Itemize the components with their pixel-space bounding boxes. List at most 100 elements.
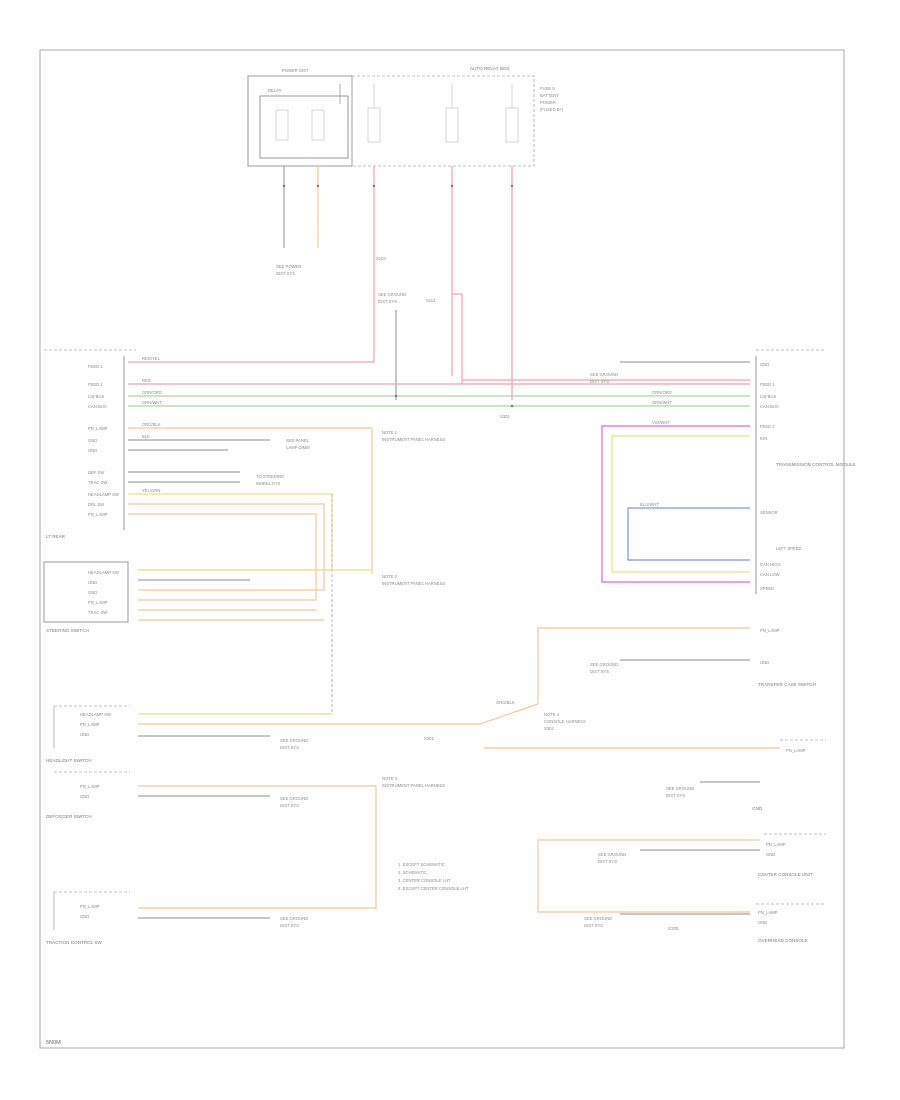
svg-text:SEE POWER: SEE POWER — [276, 264, 301, 269]
svg-text:DIST SYS: DIST SYS — [598, 859, 617, 864]
svg-text:GRN/ORG: GRN/ORG — [652, 390, 672, 395]
defogger-switch-label: DEFOGGER SWITCH — [46, 814, 92, 819]
splice-s4-label: S302 — [544, 726, 554, 731]
svg-text:RELAY: RELAY — [268, 88, 282, 93]
svg-text:CAN LOW: CAN LOW — [760, 572, 780, 577]
fuse-box: AUTO RELAY BOX FUSE 5 BATTERY POWER (FUS… — [247, 66, 564, 167]
note-item-3: 3. CENTER CONSOLE LHT — [398, 878, 451, 883]
svg-text:ORG/BLK: ORG/BLK — [496, 700, 515, 705]
svg-text:SENSOR: SENSOR — [760, 510, 778, 515]
svg-text:FUSE 5: FUSE 5 — [540, 86, 555, 91]
svg-text:GND: GND — [80, 794, 89, 799]
traction-control-switch-label: TRACTION CONTROL SW — [46, 940, 102, 945]
svg-text:LIN BUS: LIN BUS — [760, 394, 776, 399]
svg-text:SPEED: SPEED — [760, 586, 774, 591]
steering-switch-label: STEERING SWITCH — [46, 628, 89, 633]
svg-text:PN_LAMP: PN_LAMP — [758, 910, 778, 915]
note-item-4: 4. EXCEPT CENTER CONSOLE LHT — [398, 886, 469, 891]
svg-text:SEE GROUND: SEE GROUND — [378, 292, 406, 297]
svg-text:DIST SYS: DIST SYS — [590, 379, 609, 384]
svg-text:DEF SW: DEF SW — [88, 470, 104, 475]
svg-text:SEE GROUND: SEE GROUND — [280, 796, 308, 801]
diagram-frame — [39, 49, 845, 1049]
defogger-switch: PN_LAMP GND DEFOGGER SWITCH — [46, 771, 130, 819]
svg-text:LEFT SPEED: LEFT SPEED — [776, 546, 802, 551]
svg-text:LAMP DIMM: LAMP DIMM — [286, 445, 310, 450]
svg-text:PN_LAMP: PN_LAMP — [786, 748, 806, 753]
notes-list: 1. EXCEPT SCHEMATIC 2. SCHEMATIC 3. CENT… — [398, 862, 469, 891]
violet-wire-label: VIO/WHT — [652, 420, 670, 425]
steering-switch: HEADLAMP SW GND GND PN_LAMP TRAC SW STEE… — [43, 561, 129, 633]
blue-wire-label: BLU/WHT — [640, 502, 659, 507]
svg-text:PN_LAMP: PN_LAMP — [80, 784, 100, 789]
svg-text:PN_LAMP: PN_LAMP — [88, 600, 108, 605]
footer-code: 5N0M — [46, 1040, 61, 1046]
svg-text:GRN/WHT: GRN/WHT — [652, 400, 672, 405]
svg-text:SEE GROUND: SEE GROUND — [584, 916, 612, 921]
svg-text:FEED 1: FEED 1 — [760, 382, 775, 387]
svg-text:SEE GROUND: SEE GROUND — [280, 738, 308, 743]
svg-text:DIST SYS: DIST SYS — [280, 923, 299, 928]
svg-text:PN_LAMP: PN_LAMP — [766, 842, 786, 847]
svg-text:GND: GND — [758, 920, 767, 925]
svg-text:S301: S301 — [500, 414, 510, 419]
svg-text:GND: GND — [760, 660, 769, 665]
svg-text:WHEEL SYS: WHEEL SYS — [256, 481, 280, 486]
svg-text:GND: GND — [88, 590, 97, 595]
note-item-1: 1. EXCEPT SCHEMATIC — [398, 862, 445, 867]
svg-text:NOTE 1: NOTE 1 — [382, 430, 398, 435]
svg-text:NOTE 4: NOTE 4 — [544, 712, 560, 717]
overhead-console: PN_LAMP GND SEE GROUND DIST SYS OVERHEAD… — [537, 898, 826, 943]
ground-label: G200 — [668, 926, 679, 931]
svg-text:DIST SYS: DIST SYS — [276, 271, 295, 276]
svg-text:CAN BUS: CAN BUS — [760, 404, 779, 409]
headlight-switch: HEADLAMP SW PN_LAMP GND HEADLIGHT SWITCH — [46, 705, 130, 763]
svg-text:NOTE 2: NOTE 2 — [382, 574, 398, 579]
svg-text:DIST SYS: DIST SYS — [280, 745, 299, 750]
svg-text:PN_LAMP: PN_LAMP — [80, 722, 100, 727]
left-module-label: LT REAR — [46, 534, 66, 539]
yellow-wire-label: YEL/GRN — [142, 488, 160, 493]
svg-text:HEADLAMP SW: HEADLAMP SW — [80, 712, 111, 717]
svg-text:CONSOLE HARNESS: CONSOLE HARNESS — [544, 719, 586, 724]
svg-text:FEED 2: FEED 2 — [88, 382, 103, 387]
note-item-2: 2. SCHEMATIC — [398, 870, 427, 875]
svg-text:RED: RED — [142, 378, 151, 383]
svg-text:BATTERY: BATTERY — [540, 93, 559, 98]
headlight-switch-label: HEADLIGHT SWITCH — [46, 758, 92, 763]
svg-text:DIST SYS: DIST SYS — [280, 803, 299, 808]
svg-text:(FUSED B+): (FUSED B+) — [540, 107, 564, 112]
svg-text:GND: GND — [80, 732, 89, 737]
svg-text:PN_LAMP: PN_LAMP — [80, 904, 100, 909]
svg-text:DRL SW: DRL SW — [88, 502, 104, 507]
red-wire-label: RED/YEL — [142, 356, 161, 361]
svg-text:DIST SYS: DIST SYS — [590, 669, 609, 674]
left-module: FEED 1 FEED 2 LIN BUS CAN BUS PN_LAMP GN… — [44, 349, 136, 539]
svg-text:GND: GND — [88, 438, 97, 443]
svg-text:SEE GROUND: SEE GROUND — [280, 916, 308, 921]
svg-text:GRN/WHT: GRN/WHT — [142, 400, 162, 405]
svg-text:NOTE 3: NOTE 3 — [382, 776, 398, 781]
svg-text:INSTRUMENT PANEL HARNESS: INSTRUMENT PANEL HARNESS — [382, 783, 445, 788]
svg-text:POWER: POWER — [540, 100, 556, 105]
splice-s2-label: S112 — [426, 298, 436, 303]
svg-text:SEE GROUND: SEE GROUND — [666, 786, 694, 791]
svg-text:GND: GND — [80, 914, 89, 919]
svg-text:DIST SYS: DIST SYS — [584, 923, 603, 928]
transfer-case-switch-label: TRANSFER CASE SWITCH — [758, 682, 816, 687]
svg-text:HEADLAMP SW: HEADLAMP SW — [88, 570, 119, 575]
svg-text:SEE GROUND: SEE GROUND — [590, 662, 618, 667]
splice-s1-label: S104 — [376, 256, 386, 261]
svg-text:GND: GND — [88, 580, 97, 585]
svg-text:CAN HIGH: CAN HIGH — [760, 562, 780, 567]
splice-s3-label: S301 — [424, 736, 434, 741]
svg-text:PN_LAMP: PN_LAMP — [88, 426, 108, 431]
overhead-console-label: OVERHEAD CONSOLE — [758, 938, 808, 943]
svg-text:DIST SYS: DIST SYS — [378, 299, 397, 304]
svg-text:TO STEERING: TO STEERING — [256, 474, 284, 479]
svg-text:PN_LAMP: PN_LAMP — [760, 628, 780, 633]
svg-text:INSTRUMENT PANEL HARNESS: INSTRUMENT PANEL HARNESS — [382, 437, 445, 442]
green-wire-label: GRN/ORG — [142, 390, 162, 395]
svg-text:IGN: IGN — [760, 436, 767, 441]
